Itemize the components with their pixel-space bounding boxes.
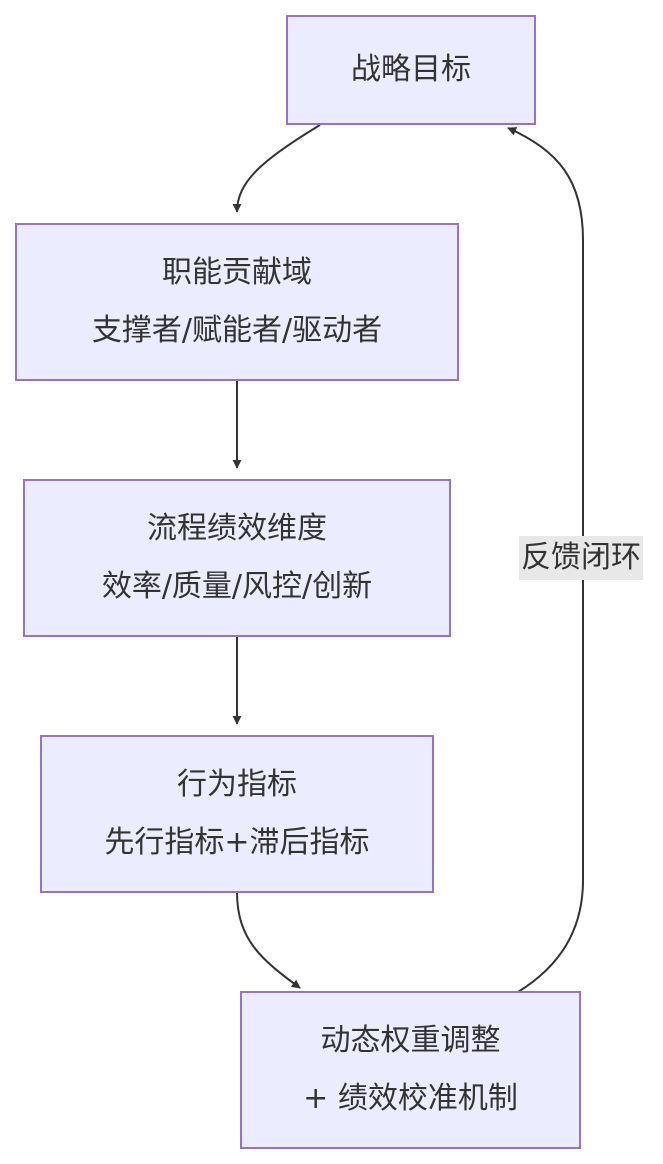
node-process-performance-line1: 流程绩效维度: [147, 511, 327, 546]
node-function-contribution-line1: 职能贡献域: [162, 255, 312, 290]
edge-label-feedback-loop: 反馈闭环: [519, 536, 643, 580]
node-dynamic-weight-line1: 动态权重调整: [320, 1023, 501, 1058]
node-behavior-indicators: 行为指标 先行指标+滞后指标: [40, 735, 434, 893]
node-function-contribution-line2: 支撑者/赋能者/驱动者: [91, 313, 383, 348]
node-dynamic-weight: 动态权重调整 + 绩效校准机制: [240, 991, 581, 1149]
node-strategy-goal: 战略目标: [286, 15, 536, 125]
node-strategy-goal-line1: 战略目标: [351, 52, 471, 87]
node-dynamic-weight-line2: + 绩效校准机制: [303, 1081, 518, 1116]
node-process-performance: 流程绩效维度 效率/质量/风控/创新: [23, 479, 451, 637]
edge-behavior-to-weight: [236, 891, 301, 989]
node-function-contribution: 职能贡献域 支撑者/赋能者/驱动者: [15, 223, 459, 381]
node-behavior-indicators-line1: 行为指标: [177, 767, 297, 802]
edge-weight-to-strategy: [507, 127, 584, 993]
node-process-performance-line2: 效率/质量/风控/创新: [101, 569, 373, 604]
edge-strategy-to-function: [232, 124, 321, 213]
node-behavior-indicators-line2: 先行指标+滞后指标: [104, 825, 370, 860]
